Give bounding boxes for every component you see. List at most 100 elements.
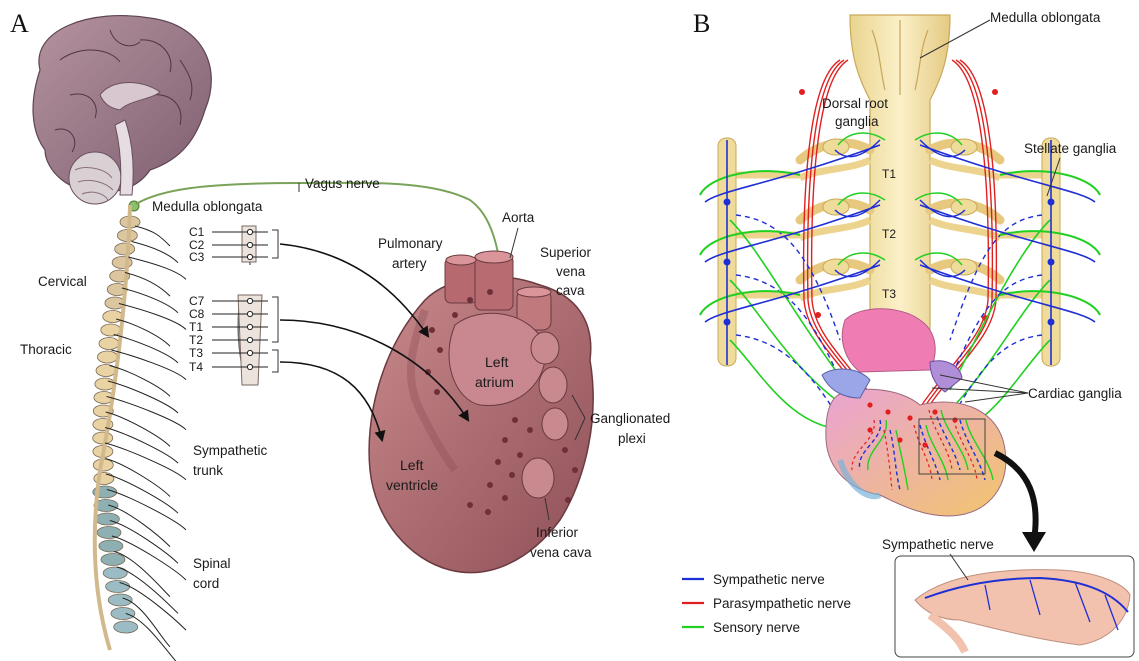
vertebra xyxy=(97,351,117,363)
plexus-dot xyxy=(487,482,493,488)
sympathetic-nerve-inset-label: Sympathetic nerve xyxy=(882,537,994,552)
cardiac-ganglion xyxy=(885,409,890,414)
sympathetic-trunk-label-2: trunk xyxy=(193,463,223,478)
zoom-arrowhead xyxy=(1022,532,1046,552)
segment-ganglion xyxy=(247,337,252,342)
spinal-nerve xyxy=(107,397,186,430)
plexus-dot xyxy=(509,472,515,478)
plexus-dot xyxy=(512,417,518,423)
parasympathetic-node xyxy=(815,312,821,318)
medulla-oblongata-label-a: Medulla oblongata xyxy=(152,199,263,214)
cervical-label: Cervical xyxy=(38,274,87,289)
legend-label: Parasympathetic nerve xyxy=(713,596,851,611)
segment-ganglion xyxy=(247,350,252,355)
legend-label: Sympathetic nerve xyxy=(713,572,825,587)
spinal-nerve xyxy=(135,226,170,246)
left-ventricle-label-1: Left xyxy=(400,457,423,473)
left-atrium-label-1: Left xyxy=(485,354,508,370)
sensory-cardiac-right xyxy=(950,220,1050,390)
pulmonary-artery-label-2: artery xyxy=(392,256,427,271)
segment-labels-a: C1C2C3C7C8T1T2T3T4 xyxy=(189,225,205,374)
ivc-label-1: Inferior xyxy=(536,525,579,540)
drg-left xyxy=(823,199,849,215)
segment-label-b: T3 xyxy=(882,287,896,301)
spinal-nerve xyxy=(111,350,186,380)
spinal-nerve xyxy=(126,614,178,661)
segment-label: T2 xyxy=(189,333,203,347)
plexus-dot xyxy=(429,327,435,333)
legend-label: Sensory nerve xyxy=(713,620,800,635)
svc-label-3: cava xyxy=(556,283,585,298)
segment-label-b: T2 xyxy=(882,227,896,241)
ganglionated-plexi-label-1: Ganglionated xyxy=(590,411,670,426)
legend: Sympathetic nerveParasympathetic nerveSe… xyxy=(682,572,851,635)
cardiac-ganglion xyxy=(867,427,872,432)
plexus-dot xyxy=(517,452,523,458)
vertebra xyxy=(95,513,119,525)
thoracic-label: Thoracic xyxy=(20,342,72,357)
spinal-cord-label-1: Spinal xyxy=(193,556,231,571)
ivc-label-2: vena cava xyxy=(530,545,592,560)
plexus-dot xyxy=(437,347,443,353)
drg-left xyxy=(823,259,849,275)
vertebra xyxy=(95,378,115,390)
sympathetic-trunk-label-1: Sympathetic xyxy=(193,443,268,458)
vertebra xyxy=(111,608,135,620)
cardiac-ganglion xyxy=(867,402,872,407)
spinal-nerve xyxy=(105,428,178,464)
segment-label: C3 xyxy=(189,250,205,264)
spinal-nerve xyxy=(119,304,186,330)
segment-label: T1 xyxy=(189,320,203,334)
svc-label-1: Superior xyxy=(540,245,592,260)
spinal-nerve xyxy=(106,412,170,446)
drg-right xyxy=(951,199,977,215)
drg-right xyxy=(951,139,977,155)
plexus-dot xyxy=(452,312,458,318)
plexus-dot xyxy=(502,437,508,443)
svc-label-2: vena xyxy=(556,264,586,279)
segment-label: T3 xyxy=(189,346,203,360)
spinal-nerve xyxy=(108,505,170,547)
plexus-dot xyxy=(467,297,473,303)
drg-left xyxy=(823,139,849,155)
segment-ganglion xyxy=(247,364,252,369)
cerebellum xyxy=(69,152,121,204)
vertebra xyxy=(99,338,119,350)
plexus-dot xyxy=(562,447,568,453)
spinal-nerve xyxy=(114,335,178,363)
vertebra xyxy=(103,567,127,579)
cardiac-ganglion xyxy=(897,437,902,442)
cardiac-ganglia-label: Cardiac ganglia xyxy=(1028,386,1122,401)
vertebra xyxy=(106,581,130,593)
segment-ganglion xyxy=(247,242,252,247)
cardiac-ganglion xyxy=(922,442,927,447)
aorta-label: Aorta xyxy=(502,210,535,225)
plexus-dot xyxy=(495,459,501,465)
vertebra xyxy=(101,324,121,336)
segment-ganglion xyxy=(247,298,252,303)
plexus-dot xyxy=(572,467,578,473)
spinal-nerve xyxy=(116,319,170,346)
stellate-ganglia-label: Stellate ganglia xyxy=(1024,141,1117,156)
vertebra xyxy=(103,311,123,323)
drg-label-2: ganglia xyxy=(835,114,879,129)
cardiac-ganglion xyxy=(952,417,957,422)
vertebra xyxy=(93,432,113,444)
ganglionated-plexi-label-2: plexi xyxy=(618,431,646,446)
vertebra xyxy=(114,621,138,633)
pulmonary-artery-label-1: Pulmonary xyxy=(378,236,443,251)
parasympathetic-node xyxy=(992,89,998,95)
vertebral-column xyxy=(93,205,140,650)
segment-label: T4 xyxy=(189,360,203,374)
panel-a-letter: A xyxy=(10,9,29,38)
plexus-dot xyxy=(485,509,491,515)
segment-label: C8 xyxy=(189,307,205,321)
vertebra xyxy=(115,243,135,255)
parasympathetic-node xyxy=(799,89,805,95)
segment-ganglion xyxy=(247,324,252,329)
vertebra xyxy=(97,527,121,539)
segment-label: C1 xyxy=(189,225,205,239)
cardiac-ganglion xyxy=(932,409,937,414)
sympathetic-trunk xyxy=(238,226,262,385)
spinal-nerve xyxy=(125,273,170,297)
